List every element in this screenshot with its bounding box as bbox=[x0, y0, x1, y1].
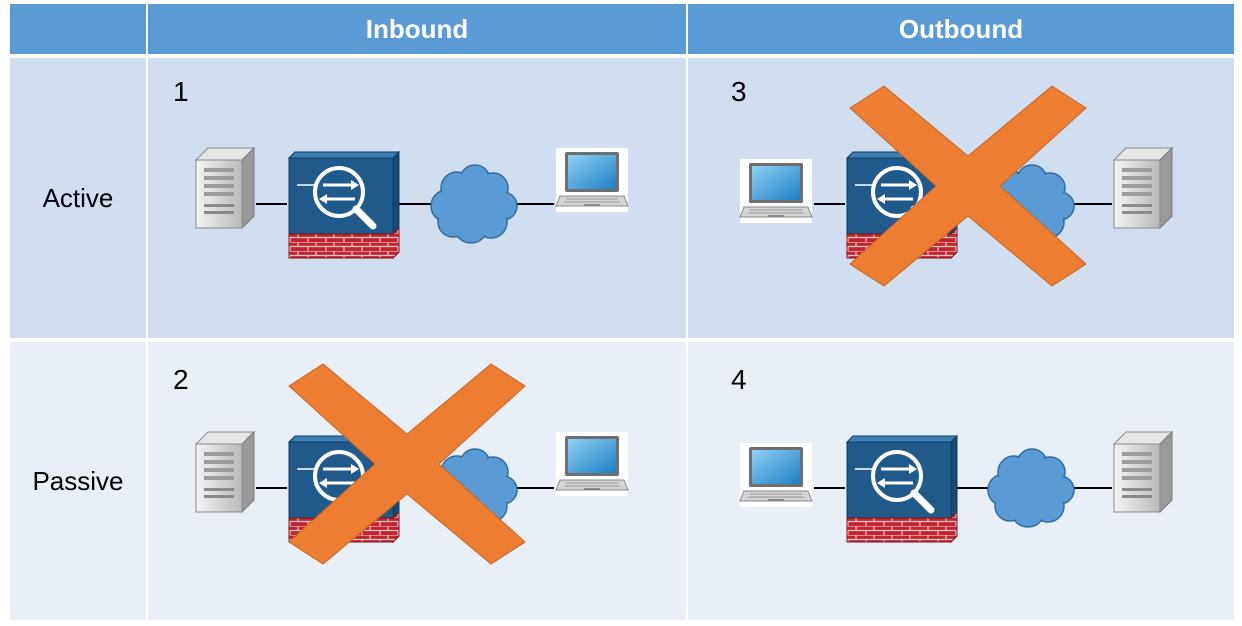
header-outbound: Outbound bbox=[898, 14, 1024, 44]
header-outbound-cell bbox=[688, 4, 1234, 54]
server-icon bbox=[1112, 430, 1174, 514]
server-icon bbox=[194, 146, 256, 230]
laptop-icon bbox=[739, 159, 813, 223]
server-icon bbox=[194, 430, 256, 514]
firewall-icon bbox=[287, 150, 401, 260]
cross-icon bbox=[288, 363, 526, 565]
cell-number: 3 bbox=[731, 76, 747, 107]
laptop-icon bbox=[555, 148, 629, 212]
header-inbound: Inbound bbox=[365, 14, 469, 44]
diagram-cell-4 bbox=[739, 430, 1174, 544]
cell-number: 2 bbox=[173, 364, 189, 395]
cross-icon bbox=[849, 85, 1087, 287]
diagram-cell-2 bbox=[194, 363, 629, 565]
row-active-label-cell bbox=[10, 58, 146, 338]
cell-number: 4 bbox=[731, 364, 747, 395]
row-passive-label-cell bbox=[10, 342, 146, 620]
cloud-icon bbox=[430, 164, 518, 244]
diagram-cell-3 bbox=[739, 85, 1174, 287]
laptop-icon bbox=[739, 443, 813, 507]
diagram-cell-1 bbox=[194, 146, 629, 260]
firewall-icon bbox=[845, 434, 959, 544]
header-inbound-cell bbox=[148, 4, 686, 54]
cell-number: 1 bbox=[173, 76, 189, 107]
cloud-icon bbox=[987, 448, 1075, 528]
header-corner bbox=[10, 4, 146, 54]
row-label-active: Active bbox=[42, 183, 114, 213]
row-label-passive: Passive bbox=[32, 466, 124, 496]
laptop-icon bbox=[555, 432, 629, 496]
server-icon bbox=[1112, 146, 1174, 230]
